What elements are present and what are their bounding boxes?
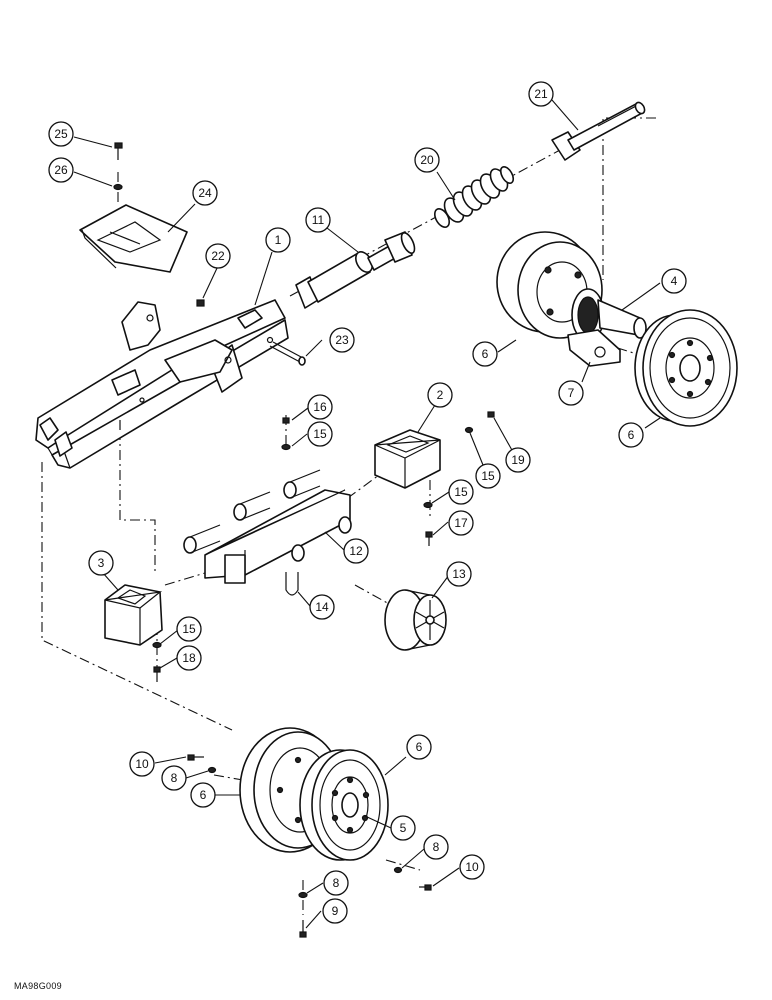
callout-4: 4 xyxy=(661,268,687,294)
callout-21: 21 xyxy=(528,81,554,107)
bracket-part-7 xyxy=(567,329,621,367)
callout-2: 2 xyxy=(427,382,453,408)
svg-text:19: 19 xyxy=(511,453,525,467)
callout-15-middle: 15 xyxy=(448,479,474,505)
roller-part-13 xyxy=(384,589,447,651)
bolt-part-22 xyxy=(196,299,205,307)
svg-text:14: 14 xyxy=(315,600,329,614)
svg-text:6: 6 xyxy=(416,740,423,754)
callout-12: 12 xyxy=(343,538,369,564)
pin-part-23 xyxy=(269,341,306,366)
callout-8-right: 8 xyxy=(423,834,449,860)
mount-block-part-3 xyxy=(104,584,163,646)
lower-hardware xyxy=(187,754,432,938)
callout-8-left: 8 xyxy=(161,765,187,791)
svg-text:16: 16 xyxy=(313,400,327,414)
washer-part-26 xyxy=(113,183,123,191)
svg-text:15: 15 xyxy=(454,485,468,499)
svg-text:13: 13 xyxy=(452,567,466,581)
svg-text:6: 6 xyxy=(482,347,489,361)
svg-text:15: 15 xyxy=(313,427,327,441)
rod-part-21 xyxy=(551,101,646,161)
svg-text:22: 22 xyxy=(211,249,225,263)
callout-15-left: 15 xyxy=(176,616,202,642)
svg-text:20: 20 xyxy=(420,153,434,167)
svg-text:17: 17 xyxy=(454,516,468,530)
idler-wheel-upper-front xyxy=(634,309,738,427)
callout-10-left: 10 xyxy=(129,751,155,777)
callout-6-lower-front: 6 xyxy=(406,734,432,760)
hub-part-4 xyxy=(571,288,647,342)
callout-26: 26 xyxy=(48,157,74,183)
callout-18: 18 xyxy=(176,645,202,671)
hardware-parts xyxy=(152,411,495,682)
svg-text:21: 21 xyxy=(534,87,548,101)
svg-text:12: 12 xyxy=(349,544,363,558)
callout-20: 20 xyxy=(414,147,440,173)
block-part-2 xyxy=(374,429,441,489)
callout-24: 24 xyxy=(192,180,218,206)
svg-text:15: 15 xyxy=(182,622,196,636)
callouts: 1 2 3 4 5 6 6 6 6 7 8 8 8 9 10 10 11 12 … xyxy=(48,81,687,924)
callout-8-bottom: 8 xyxy=(323,870,349,896)
svg-text:8: 8 xyxy=(333,876,340,890)
callout-10-right: 10 xyxy=(459,854,485,880)
callout-13: 13 xyxy=(446,561,472,587)
callout-14: 14 xyxy=(309,594,335,620)
callout-17: 17 xyxy=(448,510,474,536)
callout-15-upper: 15 xyxy=(307,421,333,447)
svg-text:9: 9 xyxy=(332,904,339,918)
wheel-lower-front xyxy=(299,749,389,861)
svg-text:23: 23 xyxy=(335,333,349,347)
bolt-part-25 xyxy=(114,142,123,160)
callout-6-upper-rear: 6 xyxy=(472,341,498,367)
svg-text:6: 6 xyxy=(200,788,207,802)
callout-6-lower-rear: 6 xyxy=(190,782,216,808)
spring-part-20 xyxy=(433,166,515,228)
svg-text:15: 15 xyxy=(481,469,495,483)
callout-9: 9 xyxy=(322,898,348,924)
callout-6-upper-front: 6 xyxy=(618,422,644,448)
svg-text:25: 25 xyxy=(54,127,68,141)
svg-text:10: 10 xyxy=(465,860,479,874)
svg-text:11: 11 xyxy=(312,213,325,227)
callout-11: 11 xyxy=(305,207,331,233)
callout-7: 7 xyxy=(558,380,584,406)
svg-text:4: 4 xyxy=(671,274,678,288)
svg-text:6: 6 xyxy=(628,428,635,442)
svg-text:7: 7 xyxy=(568,386,575,400)
callout-3: 3 xyxy=(88,550,114,576)
svg-text:1: 1 xyxy=(275,233,282,247)
callout-5: 5 xyxy=(390,815,416,841)
axle-beam-part-12 xyxy=(183,469,352,584)
ubolt-part-14 xyxy=(285,572,299,596)
callout-22: 22 xyxy=(205,243,231,269)
svg-text:2: 2 xyxy=(437,388,444,402)
callout-25: 25 xyxy=(48,121,74,147)
callout-19: 19 xyxy=(505,447,531,473)
svg-text:8: 8 xyxy=(171,771,178,785)
callout-16: 16 xyxy=(307,394,333,420)
svg-text:24: 24 xyxy=(198,186,212,200)
callout-1: 1 xyxy=(265,227,291,253)
tensioner-part-11 xyxy=(295,231,416,309)
main-frame-part-1 xyxy=(35,299,289,469)
svg-text:3: 3 xyxy=(98,556,105,570)
svg-text:26: 26 xyxy=(54,163,68,177)
callout-23: 23 xyxy=(329,327,355,353)
drawing-reference-code: MA98G009 xyxy=(14,981,62,991)
callout-15-right: 15 xyxy=(475,463,501,489)
shield-part-24 xyxy=(79,204,188,273)
svg-text:18: 18 xyxy=(182,651,196,665)
svg-text:5: 5 xyxy=(400,821,407,835)
leader-lines xyxy=(73,99,661,929)
svg-text:8: 8 xyxy=(433,840,440,854)
svg-text:10: 10 xyxy=(135,757,149,771)
